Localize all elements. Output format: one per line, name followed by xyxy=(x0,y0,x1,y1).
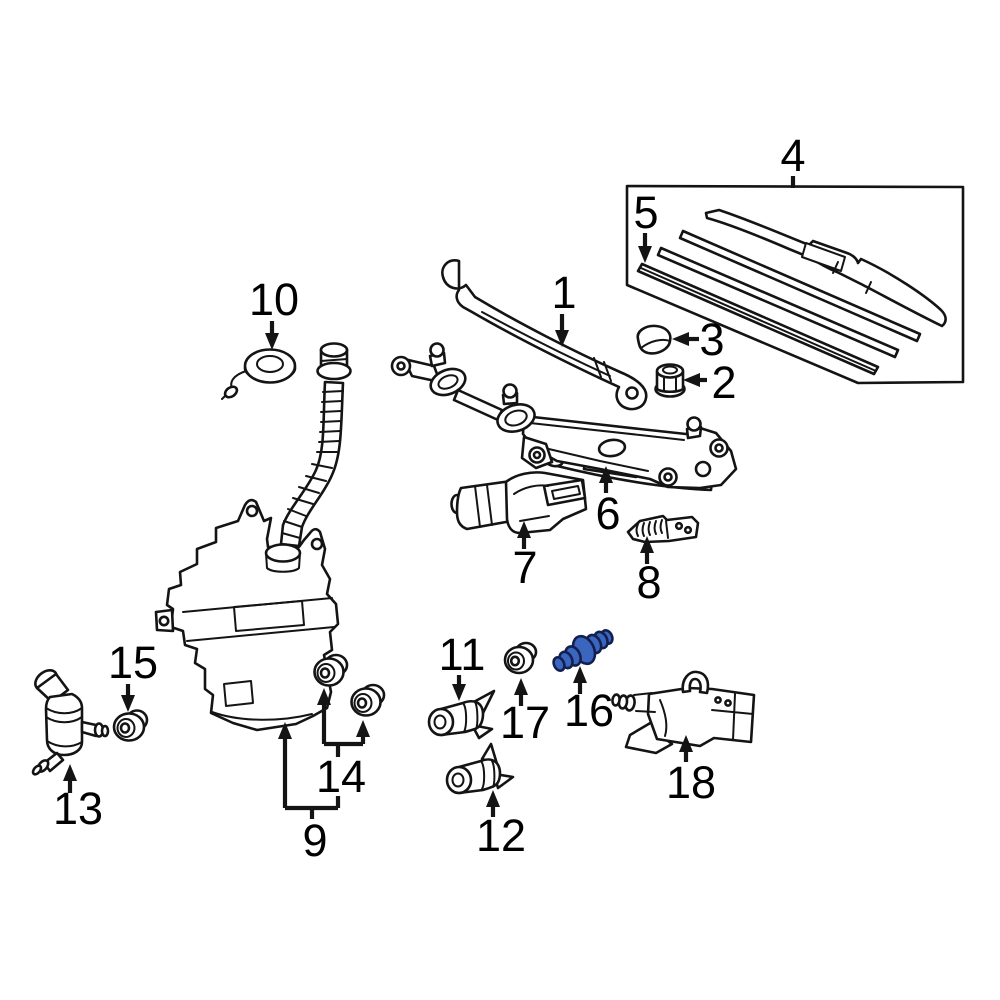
label-arrowhead-16 xyxy=(573,666,587,683)
label-arrowhead-17 xyxy=(514,678,528,695)
label-arrowhead-7 xyxy=(517,521,531,538)
label-arrowhead-10 xyxy=(265,333,279,350)
hose-bracket-drawing xyxy=(611,670,756,755)
wiper-motor-drawing xyxy=(450,471,588,535)
wiper-blade-box xyxy=(625,184,965,385)
reservoir-grommets-drawing xyxy=(313,653,386,717)
pivot-cap-drawing xyxy=(636,324,672,355)
pump-grommet-drawing xyxy=(112,709,149,742)
washer-reservoir-drawing xyxy=(154,498,340,732)
label-arrowhead-12 xyxy=(486,790,500,807)
nozzle-grommet-drawing xyxy=(503,641,538,675)
hose-joint-highlighted-drawing xyxy=(552,629,614,672)
wiper-linkage-drawing xyxy=(390,342,738,492)
wiper-arm-nut-drawing xyxy=(654,363,686,398)
label-arrowhead-2 xyxy=(683,373,700,387)
part-label-13: 13 xyxy=(53,783,103,834)
part-label-7: 7 xyxy=(512,542,537,593)
wiper-arm-drawing xyxy=(441,259,648,411)
label-arrowhead-3 xyxy=(672,332,689,346)
label-arrowhead-5 xyxy=(638,246,652,263)
part-label-14: 14 xyxy=(316,751,366,802)
part-label-3: 3 xyxy=(699,314,724,365)
filler-hose-drawing xyxy=(264,342,352,573)
label-arrowhead-1 xyxy=(555,330,569,347)
part-label-16: 16 xyxy=(564,685,614,736)
part-label-6: 6 xyxy=(595,488,620,539)
part-label-4: 4 xyxy=(780,130,805,181)
part-label-1: 1 xyxy=(551,267,576,318)
label-arrowhead-14 xyxy=(356,720,370,737)
part-label-15: 15 xyxy=(108,637,158,688)
label-arrowhead-6 xyxy=(599,466,613,483)
part-label-2: 2 xyxy=(711,357,736,408)
part-label-12: 12 xyxy=(476,810,526,861)
washer-nozzle-b-drawing xyxy=(445,742,515,795)
washer-nozzle-a-drawing xyxy=(427,689,496,740)
label-arrowhead-18 xyxy=(679,735,693,752)
part-label-9: 9 xyxy=(302,815,327,866)
linkage-bracket-drawing xyxy=(626,514,700,544)
washer-pump-drawing xyxy=(31,668,110,776)
part-label-8: 8 xyxy=(636,557,661,608)
label-arrowhead-11 xyxy=(452,684,466,701)
part-label-10: 10 xyxy=(249,274,299,325)
part-label-5: 5 xyxy=(633,187,658,238)
label-arrowhead-13 xyxy=(63,764,77,781)
label-arrowhead-8 xyxy=(640,536,654,553)
parts-art-layer xyxy=(31,184,965,795)
label-arrowhead-14 xyxy=(317,688,331,705)
part-label-18: 18 xyxy=(666,757,716,808)
label-arrowhead-9 xyxy=(278,722,292,739)
part-label-11: 11 xyxy=(439,629,486,680)
label-arrowhead-15 xyxy=(121,695,135,712)
part-label-17: 17 xyxy=(500,697,550,748)
reservoir-cap-drawing xyxy=(221,348,297,400)
